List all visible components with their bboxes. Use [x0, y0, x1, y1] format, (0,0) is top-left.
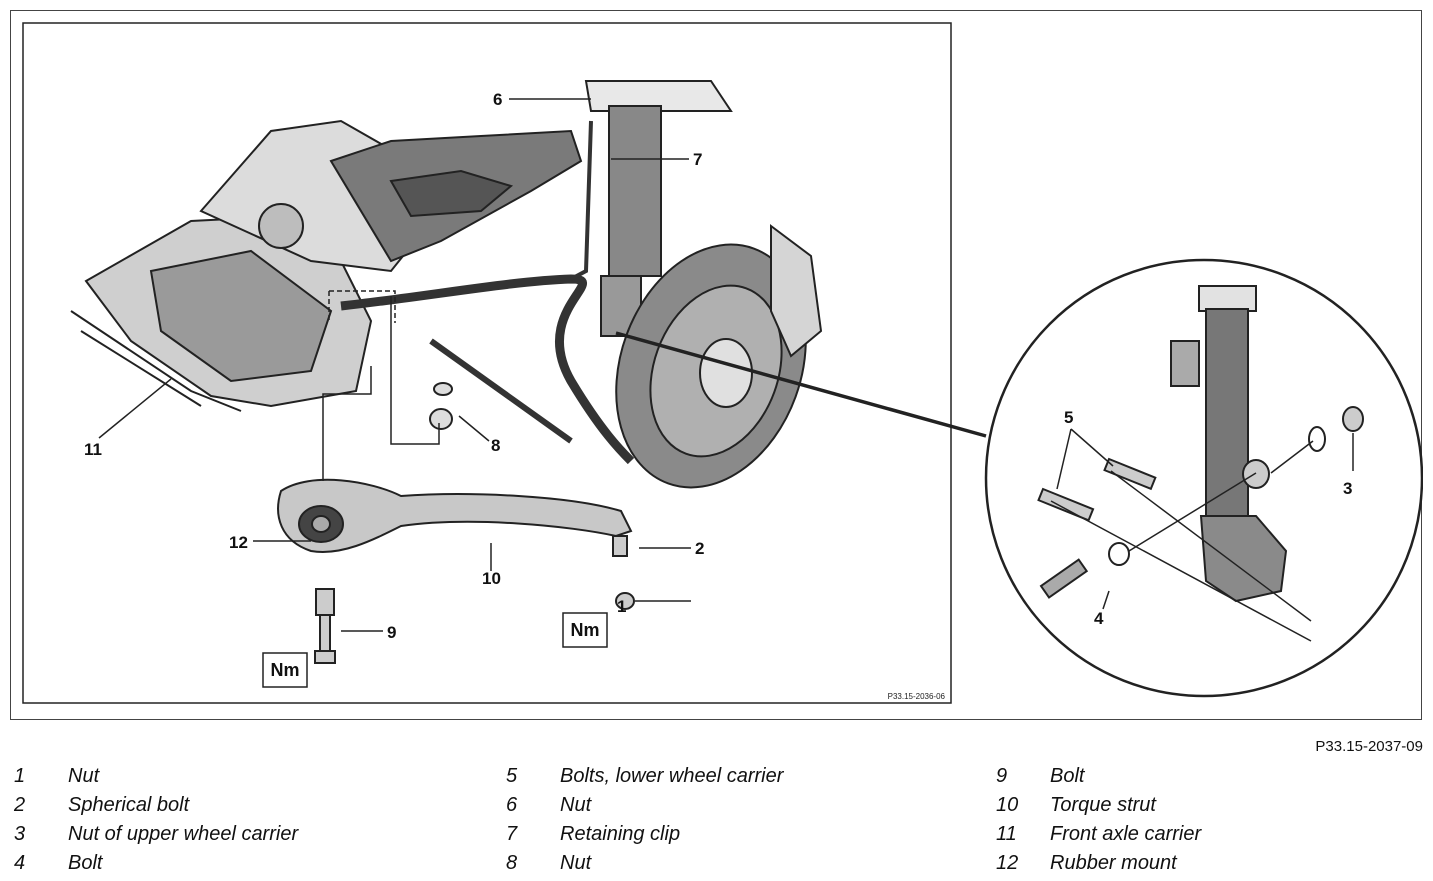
guide-lines	[322, 290, 440, 481]
callout-4: 4	[1094, 609, 1104, 628]
callout-8: 8	[491, 436, 500, 455]
legend-text: Front axle carrier	[1050, 823, 1202, 845]
legend-text: Spherical bolt	[68, 794, 190, 816]
legend-text: Nut	[560, 794, 592, 816]
strut-drawing	[584, 80, 733, 337]
legend-number: 2	[14, 794, 26, 816]
callout-6: 6	[493, 90, 502, 109]
inner-figure-id: P33.15-2036-06	[888, 692, 946, 701]
illustration-svg: 1 2 3 4 5 6 7 8 9 10 11 12 Nm Nm P33.15-…	[22, 22, 1423, 704]
legend-number: 6	[506, 794, 518, 816]
legend-item: 2 Spherical bolt	[14, 791, 298, 820]
front-axle-carrier-drawing	[70, 119, 583, 412]
bolt-9-drawing	[314, 588, 336, 664]
callout-numbers: 1 2 3 4 5 6 7 8 9 10 11 12	[84, 90, 1352, 642]
nut-1-drawing	[615, 592, 635, 610]
legend-number: 1	[14, 765, 26, 787]
callout-3: 3	[1343, 479, 1352, 498]
nut-8-drawing	[429, 382, 453, 430]
legend-item: 7 Retaining clip	[506, 820, 783, 849]
legend-item: 8 Nut	[506, 849, 783, 878]
callout-11: 11	[84, 440, 102, 459]
callout-9: 9	[387, 623, 396, 642]
torque-box-nut: Nm	[562, 612, 608, 648]
legend-number: 7	[506, 823, 518, 845]
torque-label-bolt: Nm	[270, 660, 299, 680]
legend-number: 11	[996, 823, 1017, 845]
legend-column-3: 9 Bolt 10 Torque strut 11 Front axle carrie…	[996, 762, 1201, 878]
torque-strut-drawing	[277, 478, 633, 557]
legend-text: Nut of upper wheel carrier	[68, 823, 299, 845]
legend-text: Bolt	[68, 852, 103, 874]
legend-item: 11 Front axle carrier	[996, 820, 1201, 849]
callout-1: 1	[617, 597, 626, 616]
callout-2: 2	[695, 539, 704, 558]
legend-text: Nut	[560, 852, 592, 874]
brake-disc-drawing	[615, 224, 823, 489]
stabilizer-bar-drawing	[340, 120, 635, 465]
callout-12: 12	[229, 533, 248, 552]
torque-box-bolt: Nm	[262, 652, 308, 688]
legend-item: 10 Torque strut	[996, 791, 1201, 820]
legend-item: 4 Bolt	[14, 849, 298, 878]
legend-item: 12 Rubber mount	[996, 849, 1201, 878]
legend-item: 6 Nut	[506, 791, 783, 820]
legend-number: 8	[506, 852, 518, 874]
legend-item: 1 Nut	[14, 762, 298, 791]
legend-text: Retaining clip	[560, 823, 681, 845]
figure-id: P33.15-2037-09	[1315, 738, 1423, 755]
legend-text: Rubber mount	[1050, 852, 1177, 874]
legend-number: 10	[996, 794, 1019, 816]
legend-number: 12	[996, 852, 1019, 874]
legend-number: 5	[506, 765, 518, 787]
legend-number: 9	[996, 765, 1008, 787]
legend-column-1: 1 Nut 2 Spherical bolt 3 Nut of upper wheel…	[14, 762, 298, 878]
legend-item: 9 Bolt	[996, 762, 1201, 791]
legend-number: 4	[14, 852, 26, 874]
callout-leaders	[98, 98, 987, 632]
legend-text: Nut	[68, 765, 100, 787]
technical-illustration: 1 2 3 4 5 6 7 8 9 10 11 12 Nm Nm P33.15-…	[10, 10, 1423, 720]
legend-text: Bolts, lower wheel carrier	[560, 765, 784, 787]
legend-item: 3 Nut of upper wheel carrier	[14, 820, 298, 849]
detail-magnifier	[984, 258, 1423, 698]
legend-text: Bolt	[1050, 765, 1085, 787]
legend-text: Torque strut	[1050, 794, 1156, 816]
legend-item: 5 Bolts, lower wheel carrier	[506, 762, 783, 791]
torque-label-nut: Nm	[570, 620, 599, 640]
legend-number: 3	[14, 823, 26, 845]
callout-5: 5	[1064, 408, 1073, 427]
callout-10: 10	[482, 569, 501, 588]
callout-7: 7	[693, 150, 702, 169]
